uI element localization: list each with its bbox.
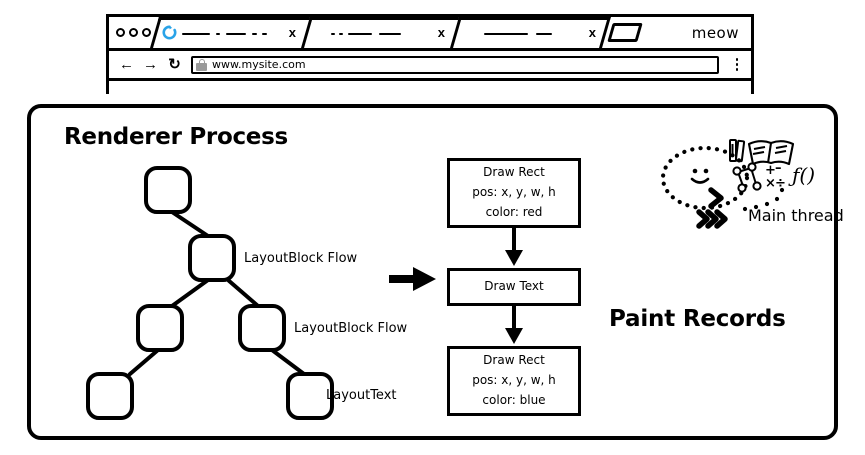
- browser-tab-3[interactable]: x: [450, 17, 611, 48]
- svg-text:ƒ(): ƒ(): [788, 163, 815, 187]
- browser-viewport: [109, 81, 751, 94]
- renderer-process-panel: Renderer Process LayoutBlock Flow Layout…: [27, 104, 844, 440]
- layout-tree-diagram: LayoutBlock Flow LayoutBlock Flow Layout…: [86, 166, 416, 424]
- window-controls: [109, 28, 151, 37]
- tree-node-a[interactable]: [188, 234, 236, 282]
- svg-text:×: ×: [765, 176, 776, 191]
- tab-close-button-3[interactable]: x: [588, 25, 596, 40]
- reload-icon[interactable]: ↻: [168, 55, 181, 73]
- address-bar[interactable]: www.mysite.com: [191, 55, 719, 74]
- tree-node-e[interactable]: [286, 372, 334, 420]
- paint-record-line: Draw Text: [484, 279, 544, 294]
- back-icon[interactable]: ←: [119, 55, 134, 73]
- tab-close-button-2[interactable]: x: [437, 25, 445, 40]
- paint-record-box-2[interactable]: Draw Text: [447, 268, 581, 306]
- right-arrow-icon: [389, 267, 436, 291]
- paint-record-line: pos: x, y, w, h: [472, 373, 556, 388]
- tree-node-b[interactable]: [136, 304, 184, 352]
- paint-record-line: color: blue: [482, 392, 546, 407]
- tab-strip: x x x: [109, 17, 751, 51]
- paint-record-line: pos: x, y, w, h: [472, 185, 556, 200]
- paint-record-line: Draw Rect: [483, 165, 545, 180]
- paint-record-box-1[interactable]: Draw Rect pos: x, y, w, h color: red: [447, 158, 581, 228]
- browser-tab-2[interactable]: x: [301, 17, 460, 48]
- node-graph-icon: [732, 162, 762, 193]
- smiley-face-icon: [690, 168, 710, 184]
- main-thread-illustration: + – × ÷ ƒ(): [659, 138, 844, 238]
- dotted-tail-icon: [742, 187, 785, 212]
- tab-title-placeholder: [313, 28, 433, 38]
- main-thread-label: Main thread: [748, 206, 844, 225]
- svg-text:+: +: [765, 163, 776, 178]
- tree-node-root[interactable]: [144, 166, 192, 214]
- lock-icon: [196, 58, 207, 71]
- paint-record-box-3[interactable]: Draw Rect pos: x, y, w, h color: blue: [447, 346, 581, 416]
- loading-spinner-icon: [162, 25, 177, 40]
- tree-edge-b-d: [128, 348, 160, 376]
- url-text: www.mysite.com: [212, 58, 306, 71]
- tree-edge-a-c: [226, 278, 260, 308]
- tree-label-3: LayoutText: [326, 388, 397, 403]
- dotted-oval-icon: [660, 145, 750, 211]
- window-dot-close[interactable]: [116, 28, 125, 37]
- tab-title-placeholder: [182, 28, 284, 38]
- window-dot-minimize[interactable]: [129, 28, 138, 37]
- chevron-arrow-icon: [696, 187, 728, 229]
- renderer-process-title: Renderer Process: [64, 124, 288, 150]
- paint-record-connector-2: [505, 306, 523, 344]
- svg-text:–: –: [775, 161, 782, 176]
- window-dot-maximize[interactable]: [142, 28, 151, 37]
- browser-tab-1[interactable]: x: [150, 17, 311, 48]
- browser-toolbar: ← → ↻ www.mysite.com: [109, 51, 751, 81]
- kebab-menu-icon[interactable]: [728, 58, 743, 71]
- tree-label-2: LayoutBlock Flow: [294, 321, 408, 336]
- tab-close-button-1[interactable]: x: [288, 25, 296, 40]
- tree-edge-c-e: [270, 348, 306, 376]
- paint-records-title: Paint Records: [609, 306, 786, 332]
- tree-edges: [128, 210, 306, 376]
- new-tab-button[interactable]: [607, 23, 643, 42]
- tree-label-1: LayoutBlock Flow: [244, 251, 358, 266]
- math-symbols-icon: + – × ÷: [765, 161, 786, 191]
- browser-window: x x x: [106, 14, 754, 94]
- tree-edge-a-b: [170, 278, 210, 308]
- paint-record-line: Draw Rect: [483, 353, 545, 368]
- tree-edge-root-a: [170, 210, 210, 238]
- forward-icon[interactable]: →: [143, 55, 158, 73]
- tree-node-c[interactable]: [238, 304, 286, 352]
- svg-text:÷: ÷: [775, 176, 786, 191]
- books-icon: [729, 139, 746, 163]
- tree-node-d[interactable]: [86, 372, 134, 420]
- browser-brand-label: meow: [691, 23, 739, 42]
- paint-record-connector-1: [505, 228, 523, 266]
- paint-record-line: color: red: [485, 204, 543, 219]
- function-icon: ƒ(): [788, 163, 815, 187]
- tab-title-placeholder: [462, 28, 584, 38]
- open-book-icon: [747, 140, 795, 166]
